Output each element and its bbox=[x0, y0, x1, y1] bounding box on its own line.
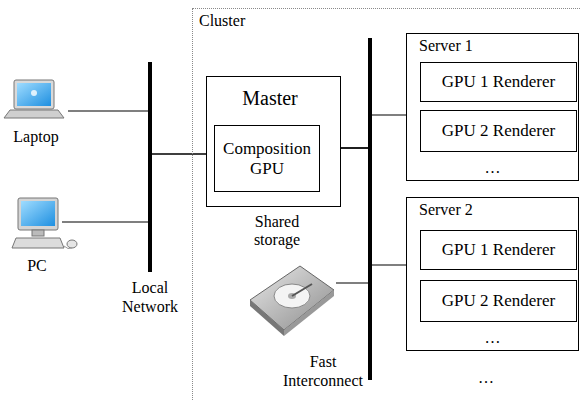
node-title: GPU 2 Renderer bbox=[423, 283, 574, 319]
storage-node: Shared storage bbox=[239, 209, 336, 339]
node-title: Cluster bbox=[199, 12, 279, 32]
text-run: Server 1 bbox=[419, 37, 473, 54]
bus-label: Local Network bbox=[112, 278, 188, 316]
renderer-box: GPU 1 Renderer bbox=[420, 62, 577, 102]
node-title: Server 2 bbox=[419, 201, 519, 221]
node-title: Composition GPU bbox=[217, 128, 317, 189]
client-node: Laptop bbox=[4, 78, 68, 150]
text-run: Server 2 bbox=[419, 201, 473, 218]
text-run: Composition GPU bbox=[217, 139, 317, 178]
laptop-icon bbox=[4, 80, 64, 118]
node-title: PC bbox=[12, 256, 62, 276]
text-run: GPU 1 Renderer bbox=[442, 72, 555, 92]
node-title: Master bbox=[215, 85, 325, 111]
composition-gpu-box: Composition GPU bbox=[214, 125, 320, 192]
text-run: GPU 2 Renderer bbox=[442, 291, 555, 311]
text-run: Shared storage bbox=[245, 213, 309, 250]
renderer-box: GPU 2 Renderer bbox=[420, 110, 577, 152]
bus-label: Fast Interconnect bbox=[280, 352, 366, 390]
client-node: PC bbox=[12, 196, 62, 278]
server-box: Server 2 … GPU 1 RendererGPU 2 Renderer bbox=[406, 197, 579, 351]
text-run: Laptop bbox=[13, 128, 58, 146]
renderer-box: GPU 1 Renderer bbox=[420, 230, 577, 270]
node-title: Server 1 bbox=[419, 37, 519, 57]
pc-icon bbox=[12, 198, 77, 249]
network-link bbox=[341, 115, 406, 148]
node-ellipsis: … bbox=[407, 158, 578, 178]
renderer-box: GPU 2 Renderer bbox=[420, 280, 577, 322]
disk-icon bbox=[250, 266, 334, 336]
text-run: … bbox=[485, 329, 501, 347]
node-title: Shared storage bbox=[245, 211, 309, 251]
text-run: PC bbox=[27, 257, 47, 275]
network-link bbox=[336, 148, 370, 283]
text-run: … bbox=[485, 159, 501, 177]
node-title: Laptop bbox=[4, 126, 68, 148]
node-ellipsis: … bbox=[407, 328, 578, 348]
node-title: GPU 2 Renderer bbox=[423, 113, 574, 149]
text-run: GPU 1 Renderer bbox=[442, 240, 555, 260]
node-title: GPU 1 Renderer bbox=[423, 65, 574, 99]
master-box: MasterComposition GPU bbox=[206, 76, 341, 207]
network-link bbox=[68, 111, 206, 154]
text-run: GPU 2 Renderer bbox=[442, 121, 555, 141]
network-link bbox=[341, 148, 406, 265]
network-link bbox=[62, 154, 206, 222]
ellipsis-label: … bbox=[474, 368, 498, 387]
server-box: Server 1 … GPU 1 RendererGPU 2 Renderer bbox=[406, 33, 579, 181]
node-title: GPU 1 Renderer bbox=[423, 233, 574, 267]
text-run: Cluster bbox=[199, 12, 245, 29]
cluster-region: ClusterMasterComposition GPU Shared stora… bbox=[192, 8, 581, 401]
text-run: Master bbox=[242, 87, 298, 110]
